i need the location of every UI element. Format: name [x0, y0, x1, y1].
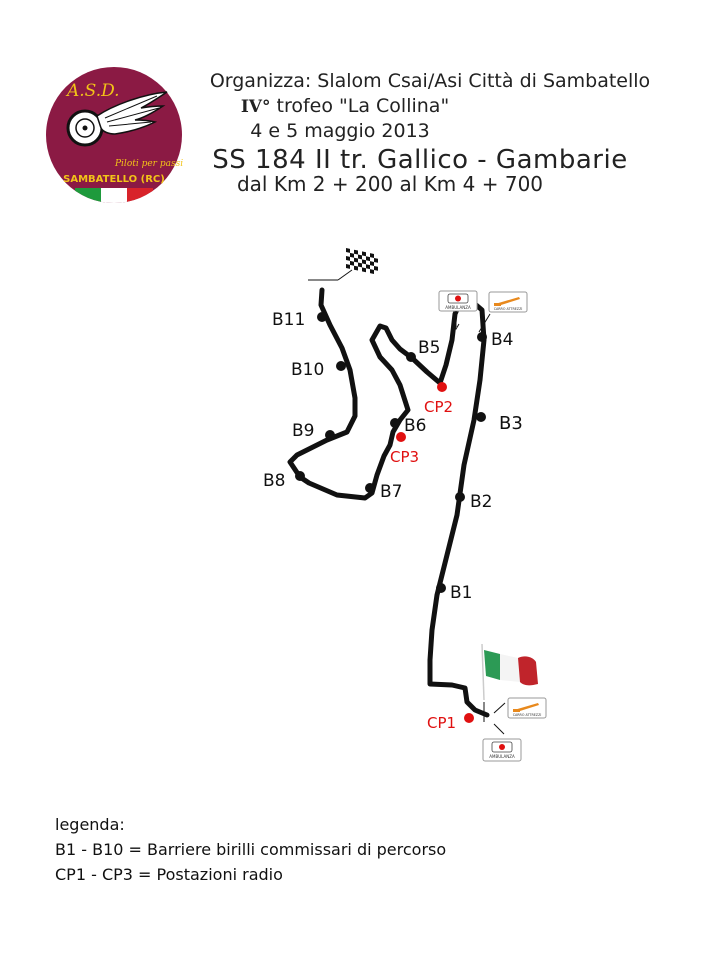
logo-location: SAMBATELLO (RC) — [63, 174, 165, 185]
checkpoint-marker — [396, 432, 406, 442]
barrier-B1: B1 — [436, 583, 472, 603]
barrier-label: B6 — [404, 416, 426, 436]
checkered-square — [358, 254, 362, 260]
checkered-square — [350, 252, 354, 258]
edition-title: trofeo "La Collina" — [270, 95, 450, 117]
svg-text:AMBULANZA: AMBULANZA — [489, 754, 515, 759]
checkered-flag-icon — [346, 248, 378, 274]
tow-arrow-top — [478, 313, 491, 333]
checkered-square — [366, 256, 370, 262]
barrier-marker — [476, 412, 486, 422]
barrier-marker — [325, 430, 335, 440]
tow-truck-sign-bottom: CARRO ATTREZZI — [507, 697, 547, 719]
checkered-square — [354, 257, 358, 263]
flag-white-stripe — [101, 188, 127, 203]
logo-motto: Piloti per passione — [114, 159, 183, 169]
checkered-square — [354, 249, 358, 255]
barrier-label: B4 — [491, 330, 513, 350]
logo-asd-text: A.S.D. — [65, 81, 120, 101]
barrier-marker — [406, 352, 416, 362]
checkpoint-CP3: CP3 — [390, 432, 419, 466]
ambulance-sign-bottom: AMBULANZA — [482, 738, 522, 762]
barrier-B10: B10 — [291, 360, 346, 380]
checkered-square — [350, 260, 354, 266]
barrier-label: B11 — [272, 310, 305, 330]
barrier-marker — [317, 312, 327, 322]
legend-title: legenda: — [55, 815, 125, 834]
km-range: dal Km 2 + 200 al Km 4 + 700 — [236, 172, 544, 196]
checkpoint-label: CP1 — [427, 714, 456, 732]
barrier-B6: B6 — [390, 416, 426, 436]
checkered-square — [362, 259, 366, 265]
checkpoint-CP2: CP2 — [424, 382, 453, 416]
checkered-square — [358, 262, 362, 268]
edition-roman: IV° — [240, 97, 271, 117]
checkered-square — [362, 267, 366, 273]
checkpoint-marker — [464, 713, 474, 723]
barrier-label: B9 — [292, 421, 314, 441]
checkered-square — [370, 253, 374, 258]
winged-wheel-icon — [66, 91, 168, 147]
barrier-label: B5 — [418, 338, 440, 358]
barrier-marker — [477, 332, 487, 342]
road-title: SS 184 II tr. Gallico - Gambarie — [212, 145, 628, 175]
tow-truck-icon — [494, 297, 520, 306]
svg-text:AMBULANZA: AMBULANZA — [445, 305, 471, 310]
checkpoint-label: CP2 — [424, 398, 453, 416]
legend-item-checkpoints: CP1 - CP3 = Postazioni radio — [55, 865, 283, 884]
track-path — [287, 287, 490, 718]
checkered-square — [370, 261, 374, 266]
barrier-label: B1 — [450, 583, 472, 603]
svg-text:CARRO ATTREZZI: CARRO ATTREZZI — [513, 713, 542, 717]
tow-arrow-bottom — [493, 702, 506, 714]
flag-green-stripe — [75, 188, 101, 203]
edition-line: IV° trofeo "La Collina" — [105, 95, 585, 117]
barrier-B8: B8 — [263, 471, 305, 491]
checkered-square — [374, 265, 378, 271]
svg-text:CARRO ATTREZZI: CARRO ATTREZZI — [494, 307, 523, 311]
checkered-square — [370, 269, 374, 274]
legend-item-barriers: B1 - B10 = Barriere birilli commissari d… — [55, 840, 447, 859]
checkered-square — [346, 256, 350, 261]
checkered-square — [374, 257, 378, 263]
checkered-square — [346, 264, 350, 269]
barrier-marker — [390, 418, 400, 428]
barrier-marker — [455, 492, 465, 502]
barrier-marker — [295, 471, 305, 481]
barrier-label: B10 — [291, 360, 324, 380]
barrier-marker — [436, 583, 446, 593]
organizer-line: Organizza: Slalom Csai/Asi Città di Samb… — [209, 70, 651, 92]
barrier-label: B3 — [499, 413, 523, 434]
italian-flag-icon — [481, 643, 538, 701]
checkered-square — [362, 251, 366, 257]
checkered-square — [366, 264, 370, 270]
barrier-label: B2 — [470, 492, 492, 512]
track-map: B1 B2 B3 B4 B5 B6 B7 B8 B9 B10 B11 — [263, 248, 547, 762]
barrier-B5: B5 — [406, 338, 440, 362]
barrier-B11: B11 — [272, 310, 327, 330]
ambulance-sign-top: AMBULANZA — [438, 290, 478, 312]
barrier-B9: B9 — [292, 421, 335, 441]
barrier-marker — [365, 483, 375, 493]
checkpoint-label: CP3 — [390, 448, 419, 466]
barrier-B3: B3 — [476, 412, 523, 434]
barrier-B2: B2 — [455, 492, 492, 512]
barrier-B7: B7 — [365, 482, 402, 502]
checkered-square — [346, 248, 350, 253]
tow-truck-sign-top: CARRO ATTREZZI — [488, 291, 528, 313]
finish-flag-pole — [337, 269, 353, 281]
barrier-B4: B4 — [477, 330, 513, 350]
tow-truck-icon — [513, 703, 539, 712]
club-logo: A.S.D. Piloti per passione SAMBATELLO (R… — [46, 67, 183, 203]
barrier-marker — [336, 361, 346, 371]
checkpoint-CP1: CP1 — [427, 713, 474, 732]
barrier-label: B8 — [263, 471, 285, 491]
checkered-square — [354, 265, 358, 271]
barrier-label: B7 — [380, 482, 402, 502]
event-dates: 4 e 5 maggio 2013 — [250, 120, 430, 142]
ambulance-arrow-bottom — [493, 723, 505, 735]
checkpoint-marker — [437, 382, 447, 392]
